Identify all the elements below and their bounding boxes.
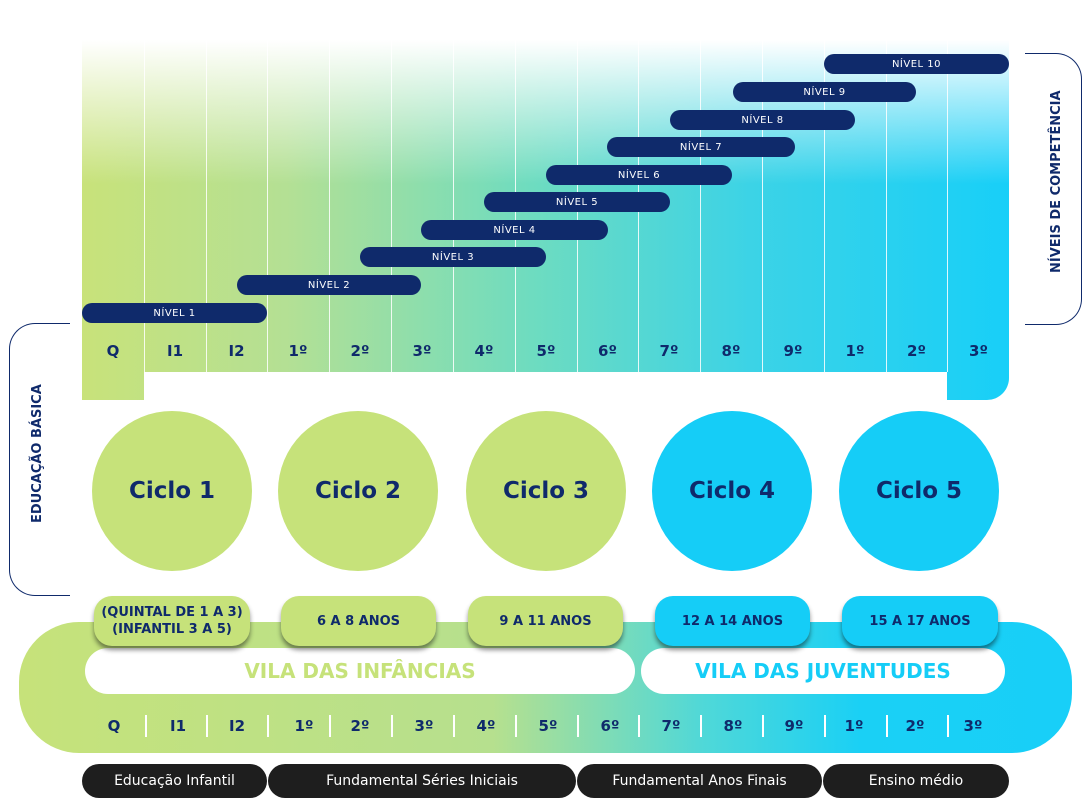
grid-line xyxy=(824,40,825,372)
level-bar: NÍVEL 1 xyxy=(82,303,267,323)
grade-row-gap xyxy=(144,372,947,402)
grade-separator xyxy=(329,715,331,737)
grade-cell: I2 xyxy=(228,342,245,360)
grade-separator xyxy=(145,715,147,737)
age-pill: 15 A 17 ANOS xyxy=(842,596,998,646)
grid-line xyxy=(391,40,392,372)
level-bar: NÍVEL 8 xyxy=(670,110,855,130)
grade-cell: 2º xyxy=(350,342,370,360)
grade-label: 6º xyxy=(600,717,620,735)
grade-label: 2º xyxy=(905,717,925,735)
grade-label: 7º xyxy=(661,717,681,735)
cycle-circle: Ciclo 1 xyxy=(92,411,252,571)
grid-line xyxy=(329,40,330,372)
cycle-circle: Ciclo 2 xyxy=(278,411,438,571)
grade-separator xyxy=(824,715,826,737)
education-axis-label: EDUCAÇÃO BÁSICA xyxy=(30,384,45,523)
grade-separator xyxy=(206,715,208,737)
grade-separator xyxy=(638,715,640,737)
grade-cell: 7º xyxy=(659,342,679,360)
cycle-circle: Ciclo 4 xyxy=(652,411,812,571)
grid-line xyxy=(144,40,145,372)
grade-label: 4º xyxy=(476,717,496,735)
grade-label: 3º xyxy=(963,717,983,735)
grade-separator xyxy=(391,715,393,737)
grade-label: I2 xyxy=(228,717,246,735)
grade-cell: Q xyxy=(106,342,120,360)
grade-label: I1 xyxy=(169,717,187,735)
cycle-circle: Ciclo 3 xyxy=(466,411,626,571)
grid-line xyxy=(886,40,887,372)
grade-separator xyxy=(453,715,455,737)
level-bar: NÍVEL 10 xyxy=(824,54,1009,74)
grade-label: 2º xyxy=(350,717,370,735)
grade-label: 9º xyxy=(784,717,804,735)
levels-bracket xyxy=(1025,53,1082,325)
grid-line xyxy=(453,40,454,372)
grade-separator xyxy=(762,715,764,737)
grid-line xyxy=(700,40,701,372)
age-pill: 9 A 11 ANOS xyxy=(468,596,623,646)
age-pill: 12 A 14 ANOS xyxy=(655,596,810,646)
stage-fundamental-finais: Fundamental Anos Finais xyxy=(577,764,822,798)
level-bar: NÍVEL 7 xyxy=(607,137,795,157)
grade-separator xyxy=(267,715,269,737)
grade-cell: 3º xyxy=(969,342,988,360)
grade-label: 1º xyxy=(844,717,864,735)
grade-cell: 1º xyxy=(845,342,865,360)
grade-cell: I1 xyxy=(166,342,184,360)
level-bar: NÍVEL 6 xyxy=(546,165,732,185)
grade-cell: 8º xyxy=(721,342,741,360)
grade-label: 5º xyxy=(538,717,558,735)
age-pill: 6 A 8 ANOS xyxy=(281,596,436,646)
grade-cell: 3º xyxy=(412,342,432,360)
stage-educacao-infantil: Educação Infantil xyxy=(82,764,267,798)
grade-cell: 9º xyxy=(783,342,803,360)
grade-cell: 4º xyxy=(474,342,494,360)
grade-separator xyxy=(886,715,888,737)
grid-line xyxy=(947,40,948,372)
grade-label: 8º xyxy=(723,717,743,735)
grade-cell: 2º xyxy=(907,342,926,360)
grade-cell: 5º xyxy=(536,342,556,360)
grade-cell: 6º xyxy=(598,342,617,360)
level-bar: NÍVEL 4 xyxy=(421,220,608,240)
grid-line xyxy=(267,40,268,372)
vila-juventudes-label: VILA DAS JUVENTUDES xyxy=(641,648,1005,694)
grade-separator xyxy=(515,715,517,737)
grade-label: 1º xyxy=(294,717,314,735)
stage-ensino-medio: Ensino médio xyxy=(823,764,1009,798)
vila-infancias-label: VILA DAS INFÂNCIAS xyxy=(85,648,635,694)
level-bar: NÍVEL 9 xyxy=(733,82,916,102)
education-bracket xyxy=(9,323,70,596)
levels-axis-label: NÍVEIS DE COMPETÊNCIA xyxy=(1049,90,1064,273)
stage-fundamental-iniciais: Fundamental Séries Iniciais xyxy=(268,764,576,798)
level-bar: NÍVEL 3 xyxy=(360,247,546,267)
grade-label: 3º xyxy=(414,717,434,735)
cycle-circle: Ciclo 5 xyxy=(839,411,999,571)
grade-separator xyxy=(577,715,579,737)
grade-separator xyxy=(700,715,702,737)
grid-line xyxy=(206,40,207,372)
age-pill: (QUINTAL DE 1 A 3) (INFANTIL 3 A 5) xyxy=(94,596,250,646)
grade-cell: 1º xyxy=(288,342,308,360)
level-bar: NÍVEL 2 xyxy=(237,275,421,295)
grade-label: Q xyxy=(107,717,121,735)
grid-line xyxy=(762,40,763,372)
grade-separator xyxy=(947,715,949,737)
level-bar: NÍVEL 5 xyxy=(484,192,670,212)
